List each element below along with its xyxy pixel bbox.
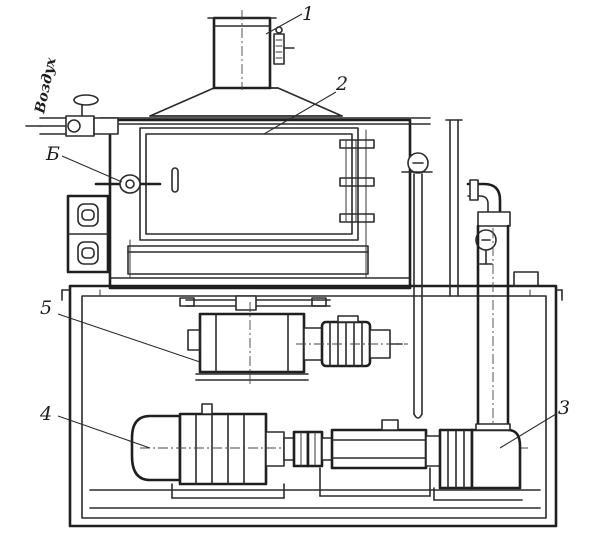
label-2: 2 <box>335 73 348 95</box>
label-1: 1 <box>302 3 314 25</box>
air-inlet-valve <box>39 94 119 137</box>
pressure-gauge <box>475 229 497 265</box>
door-hinges <box>339 139 375 223</box>
control-panel <box>66 194 110 274</box>
base-frame <box>61 284 563 528</box>
label-4-group: 4 <box>39 403 151 449</box>
riser-pipe <box>445 119 463 297</box>
exhaust-hood <box>149 87 343 117</box>
coupling <box>283 430 333 468</box>
middle-motor <box>296 315 408 368</box>
drying-chamber <box>99 117 431 290</box>
label-2-group: 2 <box>263 73 348 135</box>
exhaust-pipe <box>207 10 295 90</box>
bearing-housing <box>319 419 431 497</box>
label-1-group: 1 <box>265 3 314 35</box>
label-4: 4 <box>39 403 52 425</box>
air-label: Воздух <box>32 56 60 116</box>
duct-elbow <box>466 179 511 227</box>
thermometer <box>401 152 433 419</box>
bottom-fan <box>425 423 523 501</box>
viewport-fitting <box>94 174 162 194</box>
label-3-group: 3 <box>499 397 570 449</box>
label-5: 5 <box>40 297 52 319</box>
label-5-group: 5 <box>40 297 201 363</box>
vertical-duct <box>476 224 510 442</box>
label-3: 3 <box>558 397 570 419</box>
label-6-group: Б <box>45 143 123 183</box>
label-6: Б <box>45 143 60 165</box>
main-motor <box>130 403 530 499</box>
